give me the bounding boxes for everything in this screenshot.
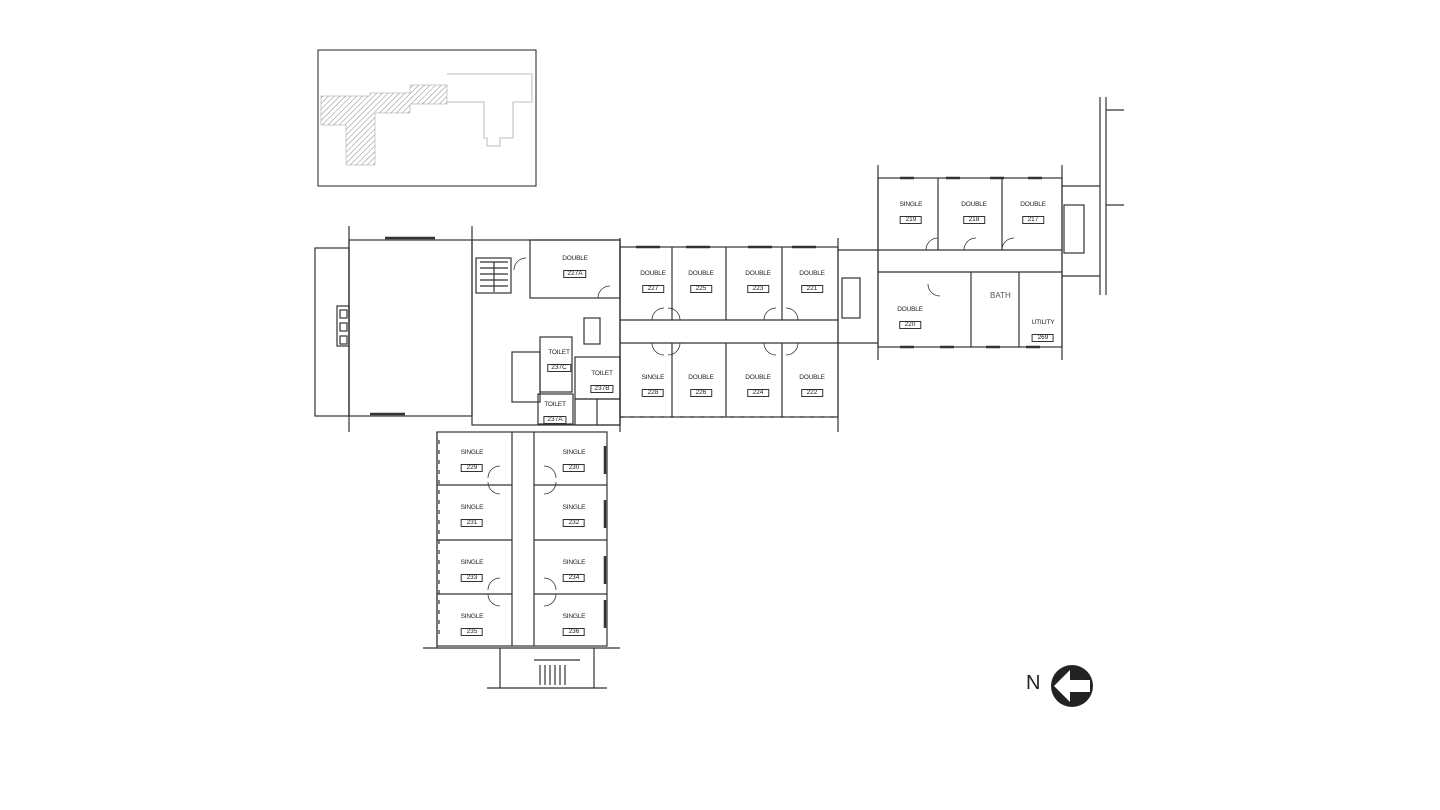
room-type-label: DOUBLE <box>745 374 771 381</box>
room-237B: TOILET 237B <box>590 370 614 394</box>
room-type-label: DOUBLE <box>799 374 825 381</box>
north-label: N <box>1026 672 1041 694</box>
bath-label: BATH <box>990 291 1011 300</box>
room-type-label: SINGLE <box>899 201 923 208</box>
room-number-label: 233 <box>461 573 483 582</box>
room-number-label: 218 <box>963 215 985 224</box>
room-number-label: 220 <box>899 320 921 329</box>
room-228: SINGLE 228 <box>641 374 665 398</box>
room-type-label: SINGLE <box>460 559 484 566</box>
room-234: SINGLE 234 <box>562 559 586 583</box>
room-type-label: DOUBLE <box>897 306 923 313</box>
room-number-label: 228 <box>642 388 664 397</box>
room-type-label: SINGLE <box>562 449 586 456</box>
room-type-label: DOUBLE <box>799 270 825 277</box>
room-type-label: DOUBLE <box>961 201 987 208</box>
room-230: SINGLE 230 <box>562 449 586 473</box>
key-plan <box>317 49 537 187</box>
room-type-label: DOUBLE <box>688 374 714 381</box>
room-224: DOUBLE 224 <box>745 374 771 398</box>
room-222: DOUBLE 222 <box>799 374 825 398</box>
room-227A: DOUBLE 227A <box>562 255 588 279</box>
room-237C: TOILET 237C <box>547 349 571 373</box>
room-226: DOUBLE 226 <box>688 374 714 398</box>
room-229: SINGLE 229 <box>460 449 484 473</box>
room-number-label: 222 <box>801 388 823 397</box>
room-type-label: TOILET <box>548 349 570 356</box>
room-type-label: SINGLE <box>460 613 484 620</box>
room-number-label: 234 <box>563 573 585 582</box>
room-number-label: 229 <box>461 463 483 472</box>
room-223: DOUBLE 223 <box>745 270 771 294</box>
room-type-label: TOILET <box>591 370 613 377</box>
room-number-label: 237A <box>543 415 567 424</box>
room-number-label: 223 <box>747 284 769 293</box>
room-235: SINGLE 235 <box>460 613 484 637</box>
room-type-label: SINGLE <box>641 374 665 381</box>
room-type-label: DOUBLE <box>640 270 666 277</box>
room-type-label: UTILITY <box>1031 319 1055 326</box>
room-type-label: TOILET <box>544 401 566 408</box>
room-232: SINGLE 232 <box>562 504 586 528</box>
room-number-label: 227 <box>642 284 664 293</box>
room-number-label: 236 <box>563 627 585 636</box>
room-269: UTILITY 269 <box>1031 319 1055 343</box>
room-number-label: 235 <box>461 627 483 636</box>
room-type-label: SINGLE <box>460 449 484 456</box>
room-225: DOUBLE 225 <box>688 270 714 294</box>
room-227: DOUBLE 227 <box>640 270 666 294</box>
room-type-label: DOUBLE <box>745 270 771 277</box>
north-arrow-icon <box>1051 665 1093 707</box>
room-type-label: SINGLE <box>562 504 586 511</box>
room-number-label: 219 <box>900 215 922 224</box>
room-number-label: 227A <box>563 269 587 278</box>
room-type-label: DOUBLE <box>1020 201 1046 208</box>
room-number-label: 230 <box>563 463 585 472</box>
room-type-label: DOUBLE <box>688 270 714 277</box>
room-type-label: SINGLE <box>562 559 586 566</box>
room-type-label: SINGLE <box>460 504 484 511</box>
room-237A: TOILET 237A <box>543 401 567 425</box>
room-type-label: DOUBLE <box>562 255 588 262</box>
room-231: SINGLE 231 <box>460 504 484 528</box>
room-type-label: SINGLE <box>562 613 586 620</box>
room-236: SINGLE 236 <box>562 613 586 637</box>
room-220: DOUBLE 220 <box>897 306 923 330</box>
room-number-label: 237C <box>547 363 571 372</box>
room-233: SINGLE 233 <box>460 559 484 583</box>
room-number-label: 217 <box>1022 215 1044 224</box>
room-218: DOUBLE 218 <box>961 201 987 225</box>
room-number-label: 221 <box>801 284 823 293</box>
room-number-label: 226 <box>690 388 712 397</box>
room-221: DOUBLE 221 <box>799 270 825 294</box>
room-number-label: 269 <box>1032 333 1054 342</box>
room-number-label: 224 <box>747 388 769 397</box>
room-219: SINGLE 219 <box>899 201 923 225</box>
room-number-label: 231 <box>461 518 483 527</box>
walls <box>314 97 1124 689</box>
room-number-label: 225 <box>690 284 712 293</box>
room-217: DOUBLE 217 <box>1020 201 1046 225</box>
room-number-label: 237B <box>590 384 614 393</box>
room-number-label: 232 <box>563 518 585 527</box>
